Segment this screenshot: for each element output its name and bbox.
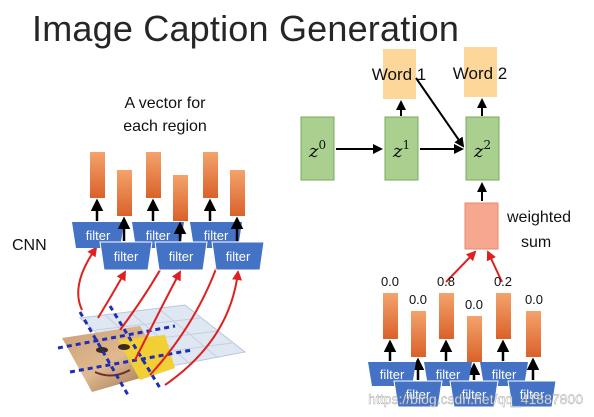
right-feature-vectors — [383, 293, 541, 380]
hidden-states: z0 z1 z2 — [300, 116, 500, 181]
state-label-z1: z1 — [392, 138, 410, 162]
weight-label: 0.0 — [381, 274, 399, 289]
vector-region-label-line2: each region — [123, 118, 207, 135]
region-arrow — [134, 270, 181, 361]
filter-block — [99, 241, 153, 271]
word-label-1: Word 1 — [372, 65, 427, 84]
feature-bar — [203, 152, 218, 198]
region-arrow — [164, 270, 243, 386]
state-box-z0 — [300, 116, 335, 181]
filter-label: filter — [169, 249, 194, 264]
feature-bar — [146, 152, 161, 198]
word-box-2 — [464, 47, 497, 97]
filter-label: filter — [380, 367, 405, 382]
filter-block — [368, 362, 416, 386]
cnn-label: CNN — [12, 237, 47, 254]
filter-block — [154, 241, 208, 271]
state-box-z2 — [465, 116, 500, 181]
filter-block — [393, 380, 443, 408]
state-label-z0: z0 — [308, 138, 326, 162]
feature-bar — [439, 293, 454, 339]
region-arrow — [77, 246, 98, 311]
feature-bar — [173, 175, 188, 221]
weight-label: 0.0 — [409, 292, 427, 307]
attention-arrow-0.8 — [445, 250, 477, 283]
weighted-sum-box — [464, 202, 499, 250]
watermark-text: https://blog.csdn.net/qq_41887800 — [368, 391, 583, 407]
feature-bar — [467, 316, 482, 362]
feature-bar — [411, 311, 426, 357]
attention-arrows — [445, 250, 503, 283]
word-box-1 — [383, 49, 416, 99]
feature-bar — [383, 293, 398, 339]
weight-label: 0.0 — [465, 297, 483, 312]
feature-bar — [90, 152, 105, 198]
input-image — [57, 304, 247, 396]
filter-label: filter — [204, 228, 229, 243]
filter-label: filter — [86, 228, 111, 243]
attention-arrow-0.2 — [486, 250, 503, 283]
weight-label: 0.0 — [525, 292, 543, 307]
filter-label: filter — [114, 249, 139, 264]
filter-block — [211, 241, 265, 271]
arrow-word1-z2 — [415, 77, 465, 148]
filter-label: filter — [146, 228, 171, 243]
left-filter-row-front: filter filter filter — [99, 241, 265, 271]
left-feature-vectors — [90, 152, 245, 241]
feature-bar — [117, 170, 132, 216]
state-box-z1 — [384, 116, 419, 181]
weight-label: 0.8 — [437, 274, 455, 289]
filter-label: filter — [492, 367, 517, 382]
right-filter-row-front: filter filter filter — [393, 380, 557, 408]
filter-label: filter — [406, 387, 431, 402]
feature-bar — [496, 293, 511, 339]
filter-label: filter — [520, 387, 545, 402]
filter-label: filter — [462, 387, 487, 402]
right-filter-row-back: filter filter filter — [368, 362, 528, 386]
state-label-z2: z2 — [473, 138, 491, 162]
weighted-sum-label-line2: sum — [521, 234, 551, 251]
region-arrow — [97, 270, 126, 319]
recurrent-arrows — [336, 77, 487, 201]
weighted-sum-label-line1: weighted — [506, 209, 571, 226]
slide-title: Image Caption Generation — [32, 8, 460, 49]
feature-bar — [230, 170, 245, 216]
feature-bar — [526, 311, 541, 357]
filter-label: filter — [226, 249, 251, 264]
word-outputs: Word 1 Word 2 — [372, 47, 508, 99]
attention-weights: 0.0 0.0 0.8 0.0 0.2 0.0 — [381, 274, 543, 312]
filter-block — [424, 362, 472, 386]
filter-block — [449, 380, 499, 408]
filter-block — [480, 362, 528, 386]
vector-region-label-line1: A vector for — [125, 95, 207, 112]
filter-block — [507, 380, 557, 408]
filter-label: filter — [436, 367, 461, 382]
weight-label: 0.2 — [494, 274, 512, 289]
word-label-2: Word 2 — [453, 64, 508, 83]
